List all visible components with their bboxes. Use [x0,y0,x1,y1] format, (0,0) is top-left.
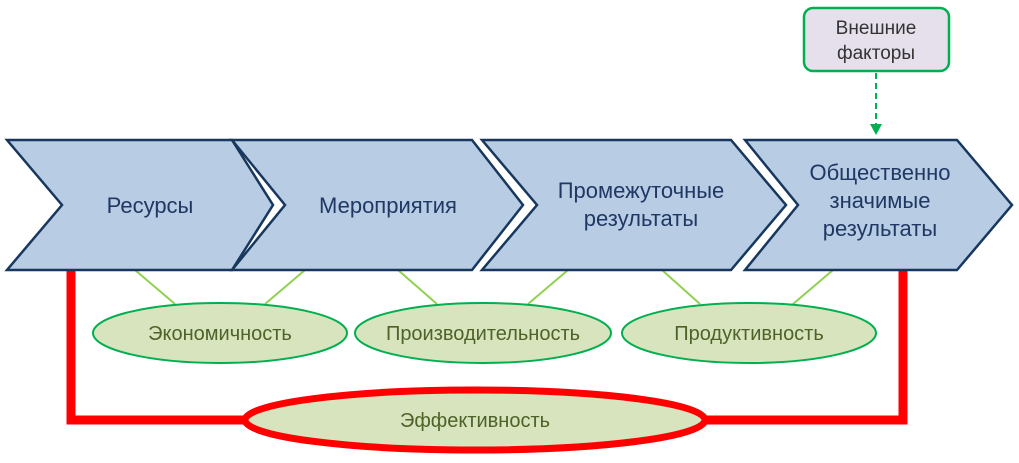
chevron-label: результаты [823,216,937,241]
connector-line [661,269,701,305]
connector-line [397,269,438,305]
measure-label: Производительность [386,323,580,345]
chevron-social-results: Общественно значимые результаты [742,138,1014,272]
chevron-label: Мероприятия [319,193,457,218]
connector-line [264,269,306,305]
chevron-shape [229,138,525,272]
external-factors-label: факторы [837,43,915,64]
measure-effectiveness: Продуктивность [621,302,877,364]
measure-ellipse [92,302,348,364]
chevron-intermediate-results: Промежуточные результаты [479,138,788,272]
connectors [134,269,834,305]
chevron-label: Общественно [809,160,950,185]
measure-productivity: Производительность [354,302,612,364]
measure-ellipse [621,302,877,364]
chevron-shape [479,138,788,272]
overall-efficiency: Эффективность [241,386,709,454]
chevron-label: Ресурсы [107,193,194,218]
measure-label: Продуктивность [674,323,824,345]
chevron-resources: Ресурсы [4,138,275,272]
chevron-label: результаты [584,206,698,231]
chevron-activities: Мероприятия [229,138,525,272]
arrowhead-icon [870,124,882,135]
chevron-shape [742,138,1014,272]
chevron-label: Промежуточные [558,178,725,203]
external-factors-label: Внешние [836,18,917,39]
external-factors-rect [802,6,951,73]
measure-economy: Экономичность [92,302,348,364]
connector-line [792,269,834,305]
measure-label: Экономичность [148,323,292,345]
overall-label: Эффективность [400,410,550,432]
chevron-label: значимые [830,188,931,213]
external-factors-box: Внешние факторы [802,6,951,73]
connector-line [527,269,569,305]
connector-line [134,269,176,305]
overall-ellipse [241,386,709,454]
measure-ellipse [354,302,612,364]
